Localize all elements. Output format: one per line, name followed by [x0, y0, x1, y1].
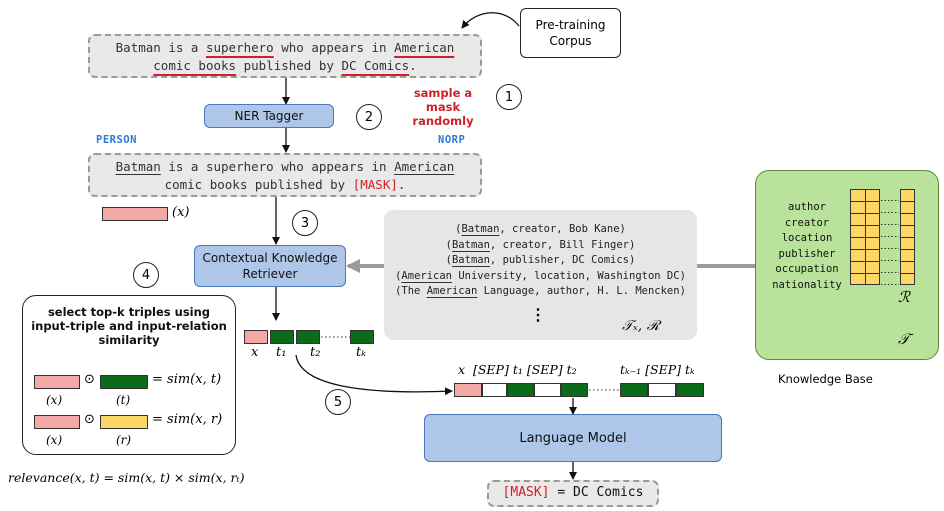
word-american: American [394, 40, 455, 55]
sentence1-line2: comic books published by DC Comics. [153, 58, 417, 73]
lm-input-sep-cell [534, 383, 561, 397]
lm-input-label-left: x [SEP] t₁ [SEP] t₂ [458, 362, 577, 377]
lm-input-t2-cell [561, 383, 588, 397]
relevance-formula: relevance(x, t) = sim(x, t) × sim(x, rₜ) [8, 470, 245, 485]
triple-3: (Batman, publisher, DC Comics) [445, 254, 636, 266]
knowledge-base-label: Knowledge Base [778, 372, 873, 386]
language-model-box: Language Model [424, 414, 722, 462]
triple-1: (Batman, creator, Bob Kane) [455, 223, 626, 235]
sim-xt-label-t: (t) [116, 393, 131, 407]
kb-relation-item: nationality [772, 278, 842, 291]
retrieved-tk-cell [350, 330, 374, 344]
lm-input-sep-cell [648, 383, 676, 397]
kb-relation-item: publisher [778, 247, 836, 260]
sentence1-line1: Batman is a superhero who appears in Ame… [115, 40, 455, 55]
retrieved-t2-cell [296, 330, 320, 344]
step-1-badge: 1 [496, 84, 522, 110]
lm-input-tk1-cell [620, 383, 648, 397]
kb-relation-item: creator [784, 216, 830, 229]
sim-xt-op: ⊙ [84, 372, 95, 387]
kb-embedding-col-b [900, 189, 915, 285]
sim-xr-input-cell [34, 415, 80, 429]
corpus-label-line2: Corpus [549, 34, 592, 48]
tag-person: PERSON [96, 134, 137, 146]
ner-tagger-box: NER Tagger [204, 104, 334, 128]
contextual-knowledge-retriever: Contextual Knowledge Retriever [194, 245, 346, 287]
input-embedding-x [102, 207, 168, 221]
retrieved-label-x: x [251, 345, 259, 360]
triple-5: (The American Language, author, H. L. Me… [395, 285, 686, 297]
kb-embedding-dots [881, 189, 899, 285]
mask-token: [MASK] [352, 177, 398, 192]
kb-relation-item: author [788, 201, 826, 213]
sample-mask-note: sample a mask randomly [412, 86, 474, 128]
word-dc-comics: DC Comics [341, 58, 410, 73]
retrieved-x-cell [244, 330, 268, 344]
retrieved-label-t2: t₂ [310, 345, 321, 360]
topk-selection-title: select top-k triples using input-triple … [31, 305, 227, 347]
kb-relation-item: occupation [775, 263, 839, 275]
lm-input-label-right: tₖ₋₁ [SEP] tₖ [620, 362, 695, 377]
triple-4: (American University, location, Washingt… [395, 269, 686, 282]
word-american-2: American [394, 159, 455, 174]
input-embedding-label: (x) [172, 205, 190, 220]
sim-xt-triple-cell [100, 375, 148, 389]
sim-xr-equation: = sim(x, r) [152, 412, 223, 427]
kb-relation-item: location [781, 232, 833, 244]
lm-input-t1-cell [507, 383, 534, 397]
sim-xt-input-cell [34, 375, 80, 389]
word-superhero: superhero [205, 40, 274, 55]
sim-xr-label-x: (x) [46, 433, 63, 447]
retrieved-label-tk: tₖ [356, 345, 366, 360]
sim-xr-relation-cell [100, 415, 148, 429]
word-comic-books: comic books [153, 58, 237, 73]
step-5-badge: 5 [325, 389, 351, 415]
triples-vertical-dots: ⋮ [530, 305, 546, 324]
sentence2-line1: Batman is a superhero who appears in Ame… [115, 159, 455, 174]
lm-input-tk-cell [676, 383, 704, 397]
sim-xr-op: ⊙ [84, 412, 95, 427]
output-mask-token: [MASK] [502, 485, 550, 500]
lm-input-x-cell [454, 383, 482, 397]
retrieved-t1-cell [270, 330, 294, 344]
tag-norp: NORP [438, 134, 466, 146]
output-prediction: = DC Comics [549, 485, 644, 500]
step-3-badge: 3 [292, 210, 318, 236]
corpus-arrow [461, 12, 520, 29]
kb-relation-embeddings [850, 189, 920, 285]
step-4-badge: 4 [133, 262, 159, 288]
sim-xr-label-r: (r) [116, 433, 132, 447]
kb-embedding-col-a [850, 189, 880, 285]
triple-set-label: 𝒯ₓ, ℛ [622, 318, 660, 334]
step-2-badge: 2 [356, 104, 382, 130]
masked-sentence-box: Batman is a superhero who appears in Ame… [88, 153, 482, 197]
triple-2: (Batman, creator, Bill Finger) [445, 238, 636, 251]
lm-input-sep-cell [482, 383, 507, 397]
input-sentence-box: Batman is a superhero who appears in Ame… [88, 34, 482, 78]
corpus-label-line1: Pre-training [535, 18, 606, 32]
sentence2-line2: comic books published by [MASK]. [164, 177, 406, 192]
word-batman: Batman [115, 159, 161, 174]
kb-t-symbol: 𝒯 [898, 330, 910, 348]
retrieved-label-t1: t₁ [276, 345, 287, 360]
kb-relation-list: author creator location publisher occupa… [762, 200, 852, 293]
sim-xt-equation: = sim(x, t) [152, 372, 222, 387]
pretraining-corpus-box: Pre-training Corpus [520, 8, 621, 58]
candidate-triples-panel: (Batman, creator, Bob Kane) (Batman, cre… [384, 210, 697, 340]
sim-xt-label-x: (x) [46, 393, 63, 407]
kb-r-symbol: ℛ [898, 288, 910, 306]
arrow-seq-lm-input [295, 354, 453, 396]
prediction-output-box: [MASK] = DC Comics [487, 480, 659, 507]
